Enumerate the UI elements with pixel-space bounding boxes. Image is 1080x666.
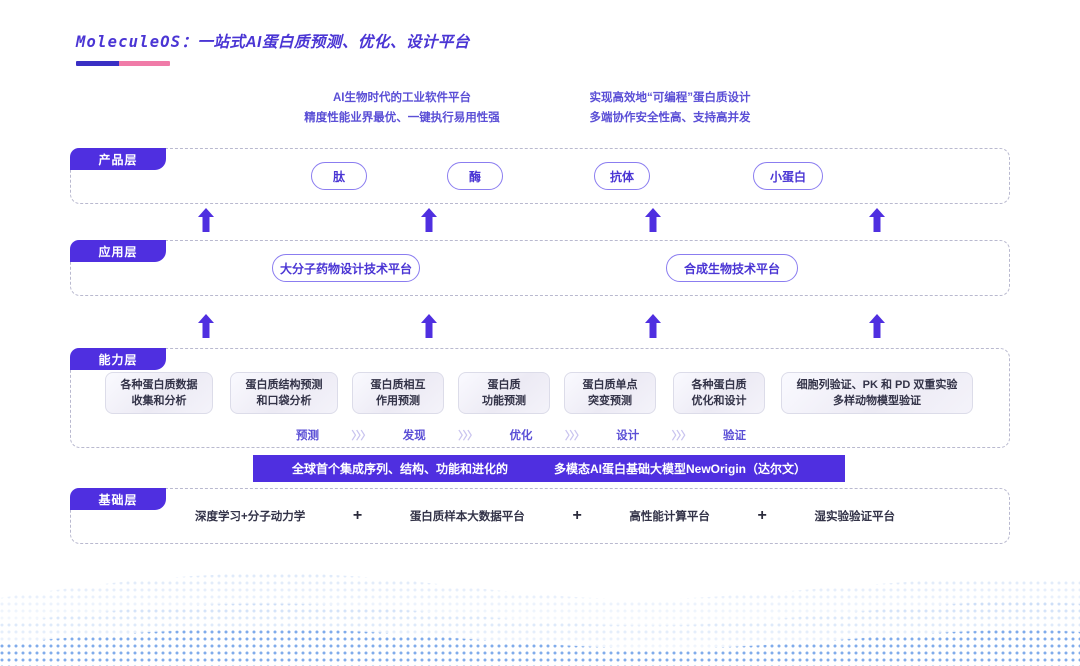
capability-card[interactable]: 蛋白质结构预测 和口袋分析	[230, 372, 338, 414]
layer-badge-product: 产品层	[70, 148, 166, 170]
arrow-up-icon	[198, 208, 214, 232]
layer-band-foundation: 基础层	[70, 488, 1010, 544]
capability-card[interactable]: 细胞列验证、PK 和 PD 双重实验 多样动物模型验证	[781, 372, 973, 414]
tagline-right-line-1: 实现高效地“可编程”蛋白质设计	[589, 92, 751, 104]
tagline-left: AI生物时代的工业软件平台 精度性能业界最优、一键执行易用性强	[272, 88, 532, 128]
capability-card[interactable]: 蛋白质相互 作用预测	[352, 372, 444, 414]
foundation-item-deep-learning: 深度学习+分子动力学	[195, 511, 306, 523]
arrow-up-icon	[645, 208, 661, 232]
capability-card[interactable]: 各种蛋白质数据 收集和分析	[105, 372, 213, 414]
process-flow: 预测 〉〉〉 发现 〉〉〉 优化 〉〉〉 设计 〉〉〉 验证	[296, 426, 746, 444]
tagline-left-line-2: 精度性能业界最优、一键执行易用性强	[304, 112, 500, 125]
model-banner-right-text: 多模态AI蛋白基础大模型NewOrigin（达尔文）	[554, 462, 807, 476]
layer-band-product: 产品层	[70, 148, 1010, 204]
foundation-items-row: 深度学习+分子动力学 + 蛋白质样本大数据平台 + 高性能计算平台 + 湿实验验…	[195, 505, 895, 527]
layer-badge-application: 应用层	[70, 240, 166, 262]
tagline-left-line-1: AI生物时代的工业软件平台	[333, 92, 471, 104]
title-underline-bar	[76, 61, 170, 66]
page-title: MoleculeOS：一站式AI蛋白质预测、优化、设计平台	[76, 30, 470, 52]
title-separator: ：	[181, 34, 198, 51]
arrow-up-icon	[869, 208, 885, 232]
tagline-right: 实现高效地“可编程”蛋白质设计 多端协作安全性高、支持高并发	[540, 88, 800, 128]
chevron-right-triple-icon: 〉〉〉	[351, 430, 371, 442]
plus-icon: +	[572, 507, 582, 524]
model-banner-left-text: 全球首个集成序列、结构、功能和进化的	[291, 462, 508, 476]
plus-icon: +	[352, 507, 363, 524]
layer-band-application: 应用层	[70, 240, 1010, 296]
arrow-up-icon	[645, 314, 661, 338]
layer-band-capability: 能力层	[70, 348, 1010, 448]
foundation-item-protein-bigdata: 蛋白质样本大数据平台	[409, 511, 525, 523]
chevron-right-triple-icon: 〉〉〉	[564, 430, 585, 442]
application-pill-macromolecule-drug-design[interactable]: 大分子药物设计技术平台	[272, 254, 420, 282]
product-pill-enzyme[interactable]: 酶	[447, 162, 503, 190]
capability-card[interactable]: 蛋白质单点 突变预测	[564, 372, 656, 414]
brand-name: MoleculeOS	[76, 33, 182, 51]
process-stage-discover: 发现	[402, 430, 426, 442]
chevron-right-triple-icon: 〉〉〉	[671, 430, 692, 442]
arrow-up-icon	[421, 314, 437, 338]
arrow-up-icon	[198, 314, 214, 338]
process-stage-design: 设计	[616, 430, 640, 442]
page-header: MoleculeOS：一站式AI蛋白质预测、优化、设计平台	[76, 30, 470, 66]
foundation-item-hpc: 高性能计算平台	[629, 511, 710, 523]
application-pill-synthetic-biology[interactable]: 合成生物技术平台	[666, 254, 798, 282]
product-pill-antibody[interactable]: 抗体	[594, 162, 650, 190]
product-pill-peptide[interactable]: 肽	[311, 162, 367, 190]
plus-icon: +	[757, 507, 767, 524]
process-stage-optimize: 优化	[509, 430, 533, 442]
process-stage-predict: 预测	[296, 430, 319, 442]
title-subtitle: 一站式AI蛋白质预测、优化、设计平台	[197, 34, 470, 51]
capability-card[interactable]: 各种蛋白质 优化和设计	[673, 372, 765, 414]
product-pill-miniprotein[interactable]: 小蛋白	[753, 162, 823, 190]
layer-badge-capability: 能力层	[70, 348, 166, 370]
arrow-up-icon	[869, 314, 885, 338]
underline-segment-right	[119, 61, 170, 66]
underline-segment-left	[76, 61, 120, 66]
wave-svg	[0, 573, 1080, 666]
layer-badge-foundation: 基础层	[70, 488, 166, 510]
model-banner: 全球首个集成序列、结构、功能和进化的 多模态AI蛋白基础大模型NewOrigin…	[253, 455, 845, 482]
process-stage-validate: 验证	[723, 430, 746, 442]
chevron-right-triple-icon: 〉〉〉	[458, 430, 478, 442]
arrow-up-icon	[421, 208, 437, 232]
capability-card[interactable]: 蛋白质 功能预测	[458, 372, 550, 414]
tagline-right-line-2: 多端协作安全性高、支持高并发	[589, 112, 751, 125]
foundation-item-wetlab: 湿实验验证平台	[814, 511, 896, 523]
decorative-wave-pattern	[0, 546, 1080, 666]
